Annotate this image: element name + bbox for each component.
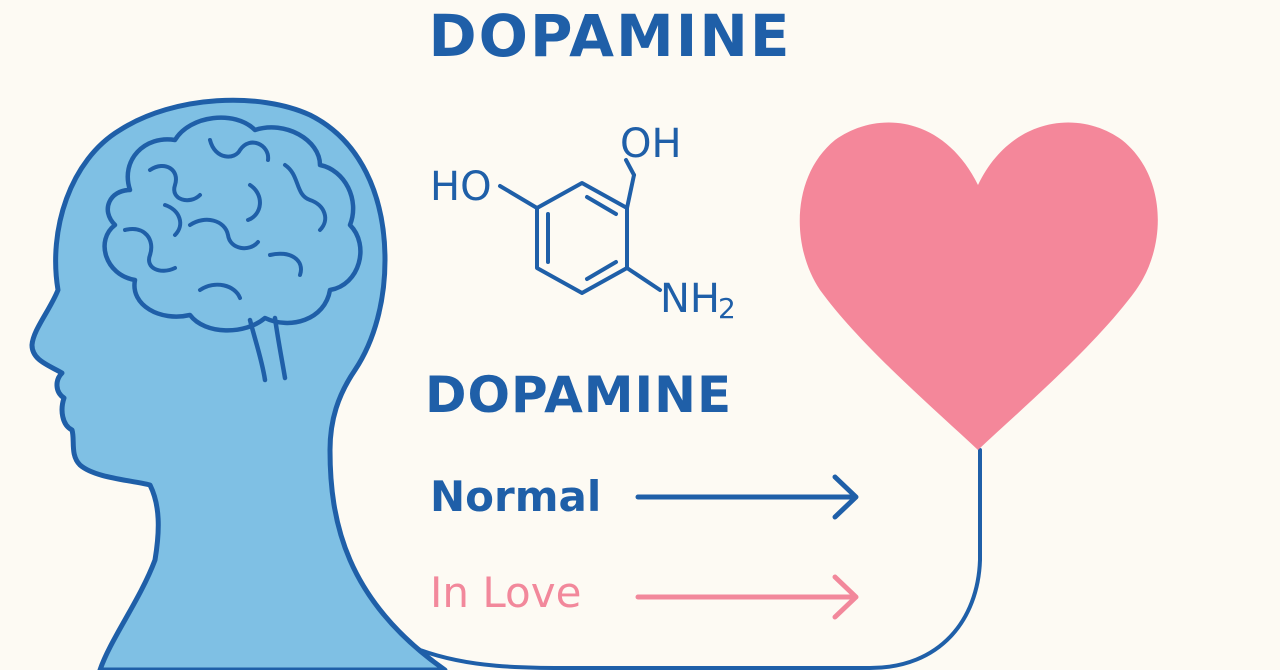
- bond-ho: [498, 184, 539, 210]
- arrow-normal: [635, 474, 859, 520]
- brain-folds: [123, 138, 328, 300]
- page-title: DOPAMINE: [428, 2, 792, 70]
- molecule-name: DOPAMINE: [425, 366, 733, 424]
- level-normal-label: Normal: [430, 472, 602, 521]
- level-in-love-label: In Love: [430, 568, 582, 617]
- ring-double-bond-2: [585, 260, 618, 281]
- label-oh: OH: [620, 121, 682, 167]
- heart-icon: [799, 122, 1158, 450]
- label-ho: HO: [430, 164, 492, 210]
- thought-bubble-outline: [327, 418, 982, 670]
- ring-double-bond-1: [585, 195, 618, 216]
- brain-stem: [247, 315, 288, 383]
- label-nh-subscript: 2: [718, 292, 736, 325]
- bond-oh-2: [624, 158, 636, 177]
- dopamine-molecule: [498, 158, 662, 295]
- benzene-ring: [535, 181, 629, 295]
- bond-nh2: [625, 266, 662, 292]
- bond-oh-1: [625, 173, 636, 210]
- label-nh: NH: [660, 276, 720, 322]
- brain-outline: [102, 115, 363, 333]
- arrow-in-love: [635, 574, 859, 620]
